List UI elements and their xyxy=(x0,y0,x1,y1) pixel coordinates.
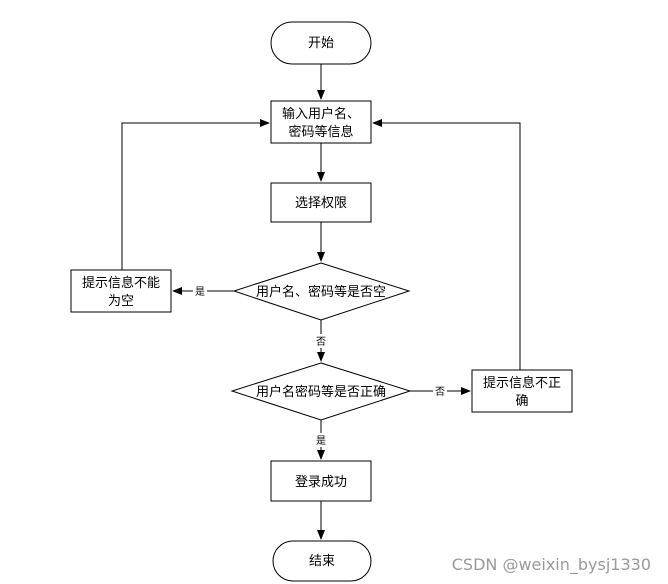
empty-message-line2: 为空 xyxy=(108,294,134,309)
check-correct-label: 用户名密码等是否正确 xyxy=(256,384,386,400)
input-label-line1: 输入用户名、 xyxy=(282,106,360,122)
csdn-watermark: CSDN @weixin_bysj1330 xyxy=(452,555,651,575)
edge-label-correct-no: 否 xyxy=(435,386,445,398)
start-label: 开始 xyxy=(308,36,334,51)
check-correct-decision: 用户名密码等是否正确 xyxy=(230,362,412,421)
select-role-node: 选择权限 xyxy=(270,182,372,223)
wrong-message-line1: 提示信息不正 xyxy=(483,375,561,391)
check-empty-decision: 用户名、密码等是否空 xyxy=(232,262,411,321)
input-credentials-node: 输入用户名、 密码等信息 xyxy=(270,100,372,144)
end-label: 结束 xyxy=(309,554,335,569)
empty-message-node: 提示信息不能 为空 xyxy=(70,269,172,313)
login-success-node: 登录成功 xyxy=(270,460,372,502)
input-label-line2: 密码等信息 xyxy=(288,124,353,140)
end-node: 结束 xyxy=(272,540,372,582)
edge-wrong-msg-loop xyxy=(372,119,521,370)
select-role-label: 选择权限 xyxy=(295,195,347,211)
start-node: 开始 xyxy=(270,21,372,65)
edge-label-empty-no: 否 xyxy=(316,336,326,348)
edge-empty-msg-loop xyxy=(121,119,270,270)
login-success-label: 登录成功 xyxy=(295,475,347,490)
check-empty-label: 用户名、密码等是否空 xyxy=(256,284,386,300)
wrong-message-node: 提示信息不正 确 xyxy=(471,369,573,413)
wrong-message-line2: 确 xyxy=(515,394,528,409)
empty-message-line1: 提示信息不能 xyxy=(82,275,160,291)
edge-label-empty-yes: 是 xyxy=(195,286,205,298)
edge-label-correct-yes: 是 xyxy=(316,435,326,447)
